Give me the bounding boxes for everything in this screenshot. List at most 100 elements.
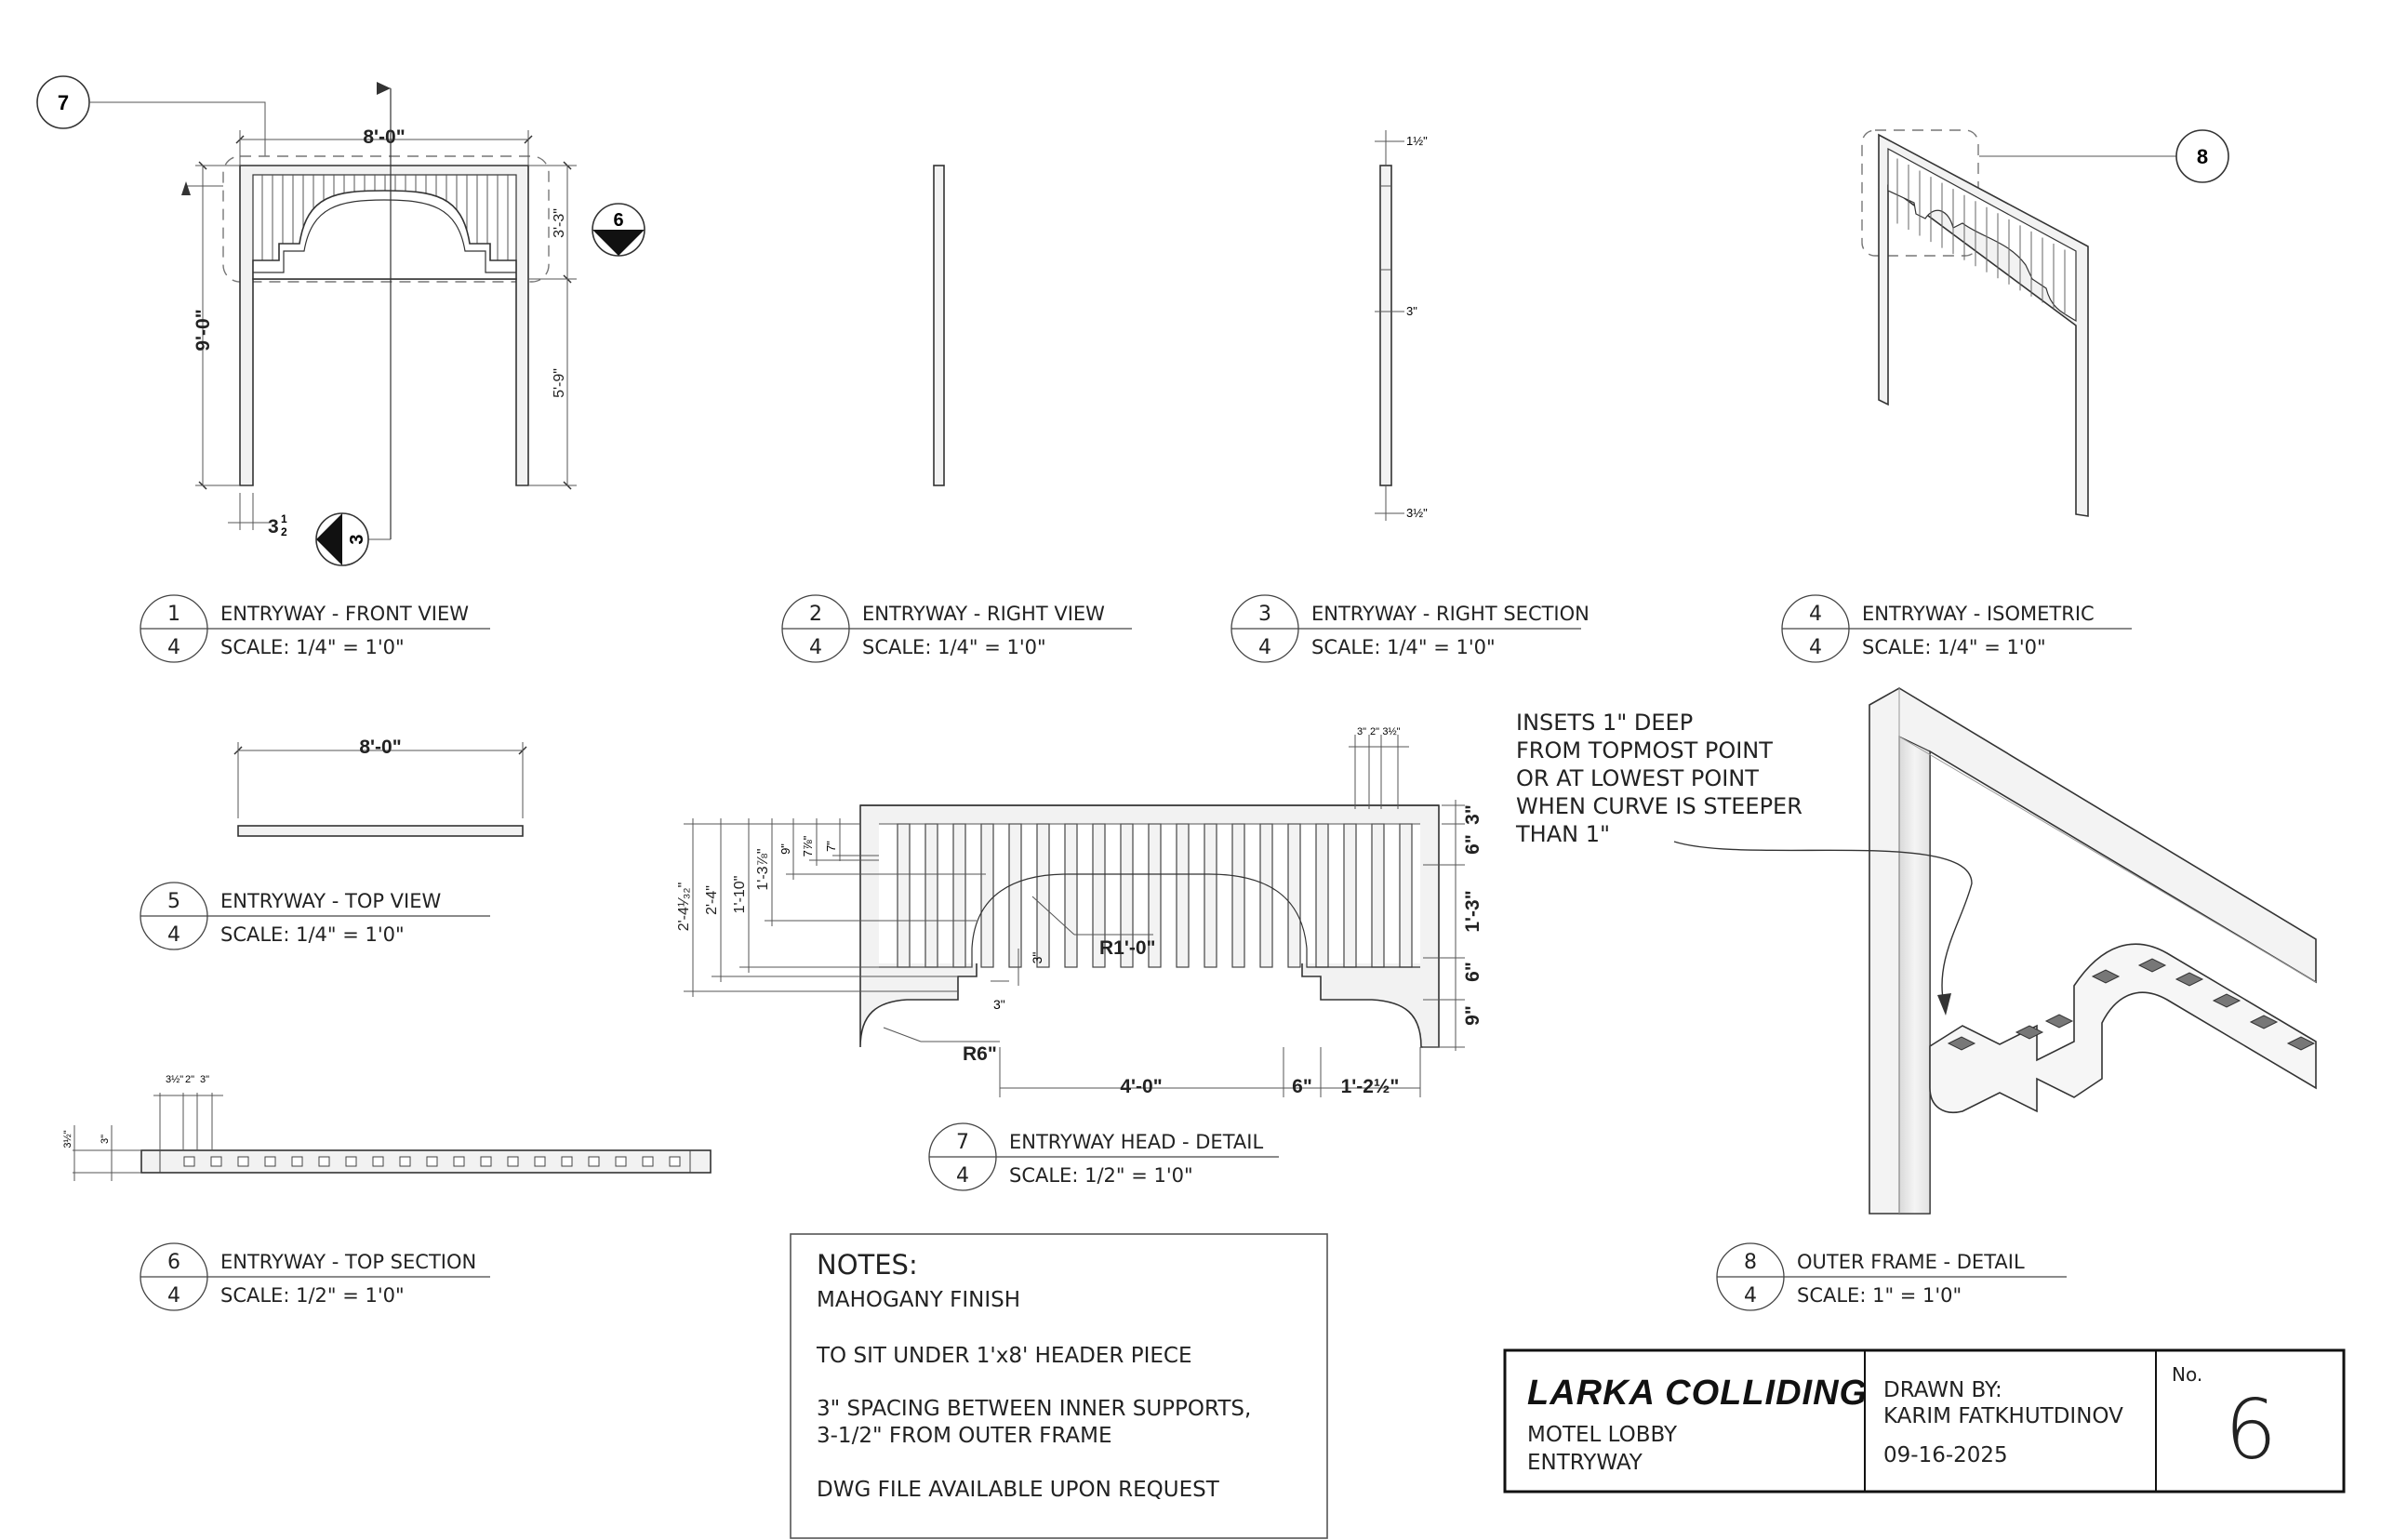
view-title: ENTRYWAY - TOP SECTION — [220, 1251, 476, 1273]
det-left-c: 1'-10" — [732, 876, 748, 914]
drawing-date: 09-16-2025 — [1883, 1443, 2008, 1467]
view-sheet-ref: 4 — [809, 636, 822, 659]
front-leg-dim: 5'-9" — [552, 368, 567, 398]
front-view: 7 8'-0" 9'-0" 3'-3" 5'-9" 3 1 2 — [36, 75, 645, 566]
inset-annotation: INSETS 1" DEEP FROM TOPMOST POINT OR AT … — [1515, 710, 1802, 847]
svg-text:1: 1 — [281, 512, 287, 525]
drawn-by-label: DRAWN BY: — [1883, 1378, 2002, 1402]
inset-arch-piece — [1929, 943, 2317, 1113]
view-number: 8 — [1744, 1251, 1757, 1274]
section-mid-dim: 3" — [1406, 304, 1417, 318]
view-title: ENTRYWAY - ISOMETRIC — [1862, 603, 2095, 625]
callout-8-label: 8 — [2197, 145, 2208, 168]
topsec-dim-h1: 3½" — [62, 1130, 73, 1148]
det-right-3: 3" — [1462, 804, 1483, 825]
det-right-6a: 6" — [1462, 834, 1483, 855]
det-left-d: 1'-3⅞" — [755, 848, 771, 890]
view-sheet-ref: 4 — [167, 636, 180, 659]
det-side-dim: 1'-2½" — [1341, 1076, 1400, 1097]
view-number: 2 — [809, 603, 822, 626]
det-left-g: 7" — [824, 841, 838, 852]
view-title-5: 5 4 ENTRYWAY - TOP VIEW SCALE: 1/4" = 1'0" — [140, 882, 490, 950]
view-sheet-ref: 4 — [167, 1284, 180, 1308]
det-right-13: 1'-3" — [1462, 890, 1483, 932]
notes-line-5: DWG FILE AVAILABLE UPON REQUEST — [817, 1478, 1220, 1502]
view-title: ENTRYWAY - RIGHT VIEW — [862, 603, 1105, 625]
svg-text:INSETS 1" DEEP: INSETS 1" DEEP — [1516, 710, 1693, 736]
view-number: 5 — [167, 890, 180, 913]
view-title: ENTRYWAY HEAD - DETAIL — [1009, 1131, 1263, 1153]
view-title-8: 8 4 OUTER FRAME - DETAIL SCALE: 1" = 1'0" — [1716, 1242, 2067, 1311]
svg-text:WHEN CURVE IS STEEPER: WHEN CURVE IS STEEPER — [1516, 793, 1802, 819]
det-left-e: 9" — [778, 843, 792, 855]
frame-corner — [1869, 687, 2317, 1215]
det-span-dim: 4'-0" — [1120, 1076, 1162, 1097]
det-left-a: 2'-4¹⁄₃₂" — [676, 883, 692, 932]
notes-box: NOTES: MAHOGANY FINISH TO SIT UNDER 1'x8… — [790, 1233, 1328, 1539]
outer-frame-detail: INSETS 1" DEEP FROM TOPMOST POINT OR AT … — [1515, 687, 2317, 1215]
view-title-4: 4 4 ENTRYWAY - ISOMETRIC SCALE: 1/4" = 1'0" — [1781, 594, 2132, 663]
view-scale: SCALE: 1" = 1'0" — [1797, 1284, 1962, 1307]
head-detail: 3" 2" 3½" 3" 6" 1'-3" 6" 9" 2'-4¹⁄₃₂" 2'… — [676, 726, 1483, 1097]
topsec-dim-a: 3½" — [166, 1074, 183, 1085]
isometric-view: 8 — [1861, 129, 2229, 517]
det-radius-big: R1'-0" — [1099, 937, 1155, 959]
view-scale: SCALE: 1/4" = 1'0" — [1862, 636, 2046, 658]
view-scale: SCALE: 1/2" = 1'0" — [1009, 1164, 1193, 1187]
notes-line-1: MAHOGANY FINISH — [817, 1288, 1020, 1312]
view-scale: SCALE: 1/4" = 1'0" — [862, 636, 1046, 658]
det-right-9: 9" — [1462, 1005, 1483, 1026]
right-view-profile — [933, 165, 945, 486]
det-top-dim-c: 3½" — [1382, 726, 1400, 737]
det-top-dim-b: 2" — [1370, 726, 1379, 737]
right-section: 1½" 3" 3½" — [1375, 130, 1428, 521]
top-width-dim: 8'-0" — [359, 737, 401, 758]
view-number: 4 — [1809, 603, 1822, 626]
view-title: ENTRYWAY - RIGHT SECTION — [1311, 603, 1590, 625]
sheet-number: 6 — [2225, 1382, 2277, 1478]
section-profile — [1379, 165, 1392, 486]
svg-text:FROM TOPMOST POINT: FROM TOPMOST POINT — [1516, 737, 1773, 763]
sheet-no-label: No. — [2172, 1363, 2202, 1386]
top-view-profile — [237, 825, 524, 837]
callout-8-bubble — [2175, 129, 2229, 183]
view-sheet-ref: 4 — [1744, 1284, 1757, 1308]
view-sheet-ref: 4 — [1258, 636, 1271, 659]
view-number: 6 — [167, 1251, 180, 1274]
det-step-h: 3" — [993, 997, 1005, 1012]
topsec-dim-b: 2" — [185, 1074, 194, 1085]
title-block: LARKA COLLIDING MOTEL LOBBY ENTRYWAY DRA… — [1503, 1348, 2346, 1494]
det-left-b: 2'-4" — [704, 885, 720, 915]
det-step-v: 3" — [1030, 952, 1044, 964]
view-scale: SCALE: 1/4" = 1'0" — [220, 923, 405, 946]
project-line-1: MOTEL LOBBY — [1527, 1423, 1678, 1447]
notes-line-3: 3" SPACING BETWEEN INNER SUPPORTS, — [817, 1397, 1251, 1421]
view-number: 1 — [167, 603, 180, 626]
view-title-2: 2 4 ENTRYWAY - RIGHT VIEW SCALE: 1/4" = 1'0… — [781, 594, 1132, 663]
view-title: ENTRYWAY - TOP VIEW — [220, 890, 442, 912]
det-left-f: 7⅞" — [801, 835, 815, 856]
view-number: 7 — [956, 1131, 969, 1154]
front-post-dim: 3 — [268, 516, 279, 538]
notes-line-4: 3-1/2" FROM OUTER FRAME — [817, 1424, 1112, 1448]
callout-7-label: 7 — [58, 91, 69, 114]
view-sheet-ref: 4 — [167, 923, 180, 947]
det-six-dim: 6" — [1292, 1076, 1312, 1097]
callout-3-label: 3 — [347, 534, 367, 544]
drawn-by-name: KARIM FATKHUTDINOV — [1883, 1404, 2123, 1428]
front-head-dim: 3'-3" — [552, 208, 567, 238]
view-title: OUTER FRAME - DETAIL — [1797, 1251, 2025, 1273]
det-right-6b: 6" — [1462, 962, 1483, 982]
brand-name: LARKA COLLIDING — [1527, 1374, 1868, 1413]
project-line-2: ENTRYWAY — [1527, 1451, 1643, 1475]
right-view — [933, 165, 945, 486]
det-radius-small: R6" — [963, 1043, 997, 1065]
view-sheet-ref: 4 — [1809, 636, 1822, 659]
notes-heading: NOTES: — [817, 1249, 918, 1281]
section-bot-dim: 3½" — [1406, 506, 1428, 520]
notes-line-2: TO SIT UNDER 1'x8' HEADER PIECE — [816, 1344, 1192, 1368]
view-number: 3 — [1258, 603, 1271, 626]
